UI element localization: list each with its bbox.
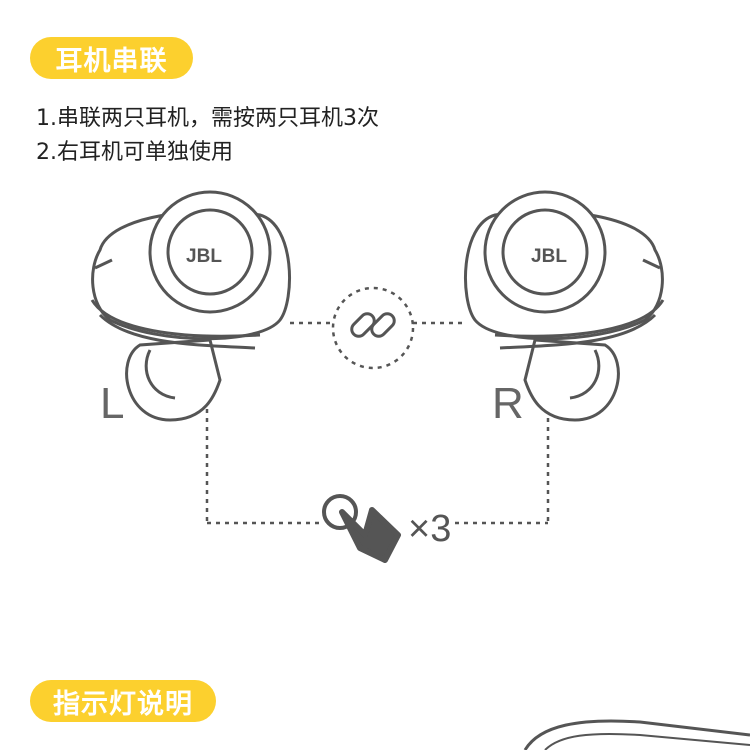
charging-case-outline xyxy=(523,719,750,750)
charging-case-inner xyxy=(544,732,750,750)
link-icon xyxy=(350,312,396,338)
press-count: ×3 xyxy=(408,508,451,550)
instruction-2: 2.右耳机可单独使用 xyxy=(36,140,233,165)
right-brand-logo: JBL xyxy=(531,246,567,267)
left-earbud xyxy=(90,190,291,422)
left-brand-logo: JBL xyxy=(186,246,222,267)
section-title-pairing: 耳机串联 xyxy=(30,37,193,79)
left-label: L xyxy=(100,379,124,428)
section-title-indicator: 指示灯说明 xyxy=(30,680,216,722)
tap-hand-icon xyxy=(322,494,401,563)
right-earbud xyxy=(464,190,665,422)
instruction-1: 1.串联两只耳机，需按两只耳机3次 xyxy=(36,106,379,131)
right-label: R xyxy=(492,379,524,428)
